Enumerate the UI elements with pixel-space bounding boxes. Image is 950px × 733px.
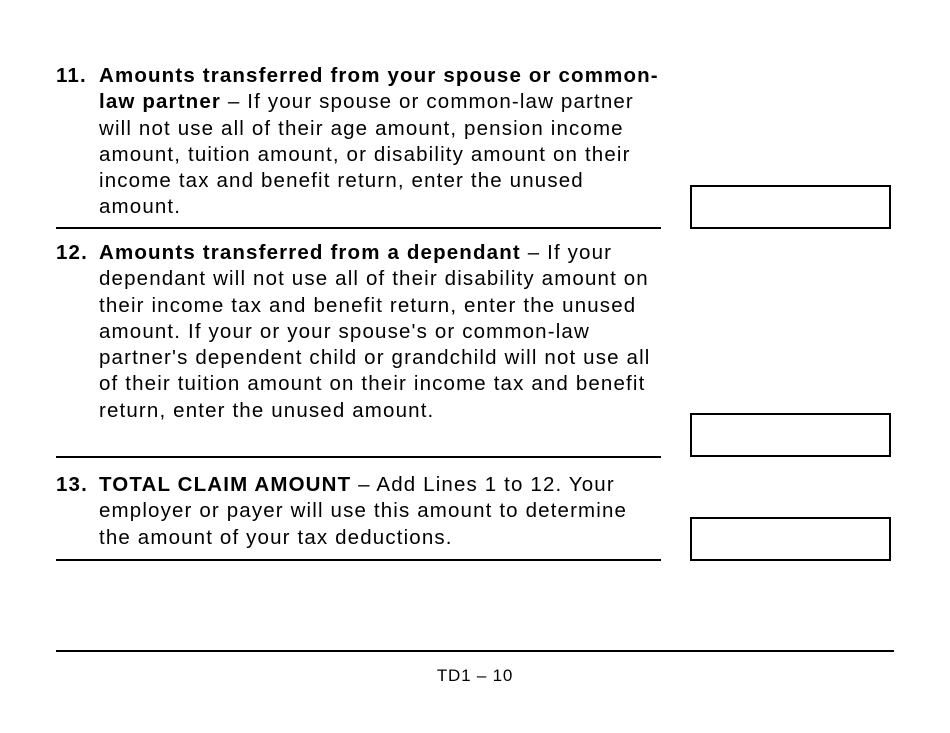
line-number: 11. [56, 64, 87, 87]
page-number: TD1 – 10 [436, 666, 514, 685]
line-title: Amounts transferred from your spouse or … [99, 64, 659, 114]
line-title: TOTAL CLAIM AMOUNT [99, 473, 352, 496]
line-11-amount-field[interactable] [690, 185, 891, 229]
line-title: Amounts transferred from a dependant [99, 241, 521, 264]
divider [56, 559, 661, 561]
line-body: If your dependant will not use all of th… [99, 241, 651, 422]
divider [56, 227, 661, 229]
line-12-amount-field[interactable] [690, 413, 891, 457]
footer-divider [56, 650, 894, 652]
line-13: 13. TOTAL CLAIM AMOUNT – Add Lines 1 to … [56, 472, 660, 551]
line-12: 12. Amounts transferred from a dependant… [56, 240, 660, 424]
line-description: Amounts transferred from a dependant – I… [99, 241, 651, 422]
line-13-total-field[interactable] [690, 517, 891, 561]
line-body: If your spouse or common-law partner wil… [99, 90, 634, 219]
line-11: 11. Amounts transferred from your spouse… [56, 63, 660, 221]
line-number: 12. [56, 241, 88, 264]
line-number: 13. [56, 473, 88, 496]
divider [56, 456, 661, 458]
line-description: Amounts transferred from your spouse or … [99, 64, 659, 219]
line-description: TOTAL CLAIM AMOUNT – Add Lines 1 to 12. … [99, 473, 628, 549]
line-body: Add Lines 1 to 12. Your employer or paye… [99, 473, 628, 549]
